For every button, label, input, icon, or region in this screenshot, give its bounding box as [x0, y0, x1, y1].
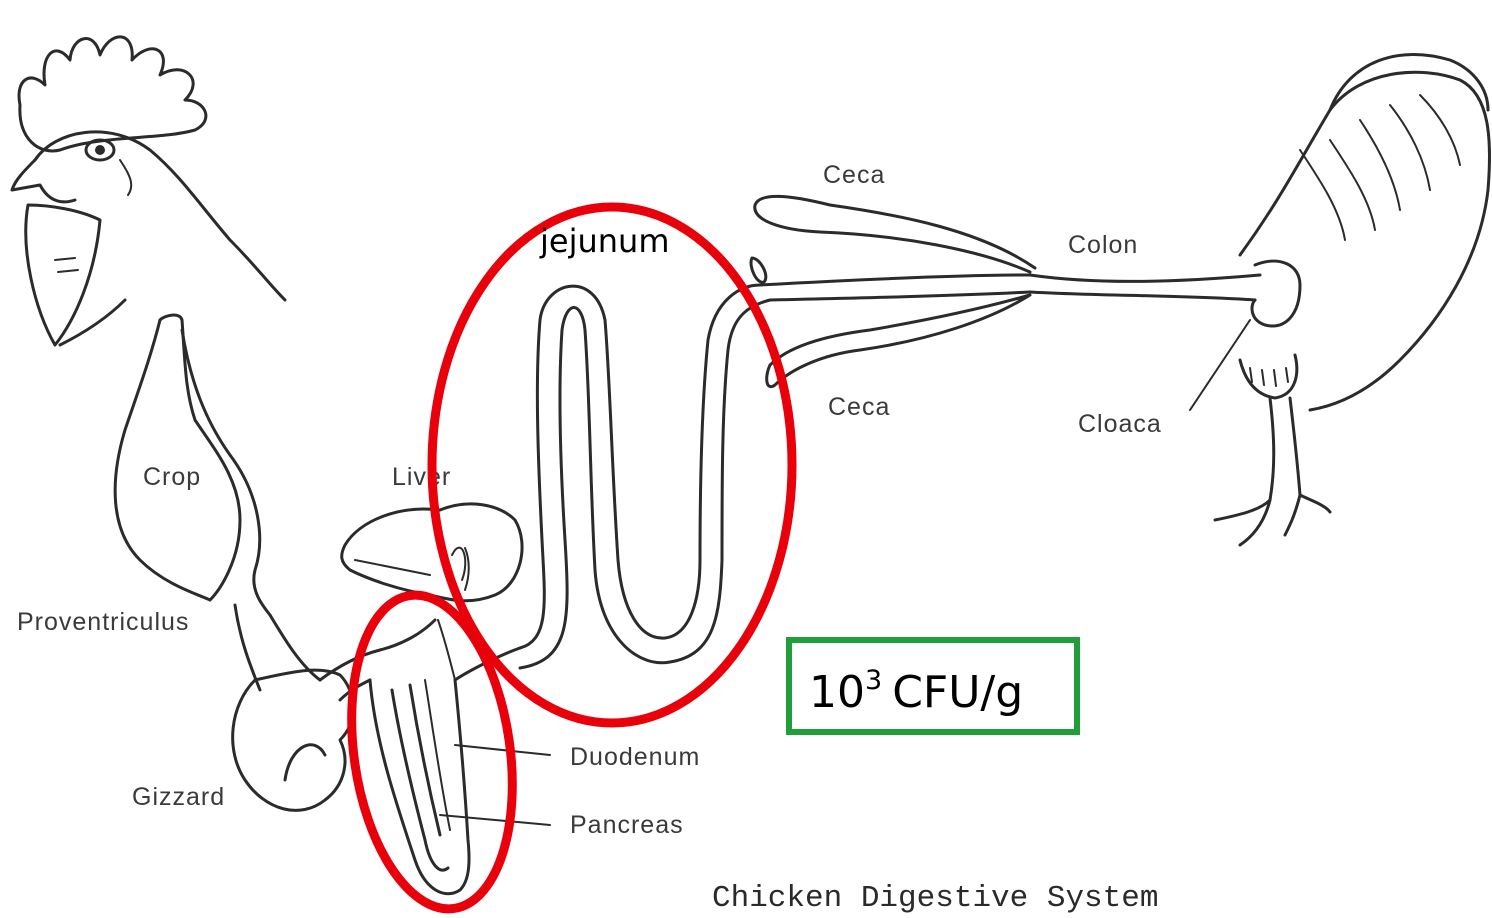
- label-proventriculus: Proventriculus: [17, 608, 189, 636]
- label-crop: Crop: [143, 463, 201, 491]
- label-liver: Liver: [392, 463, 451, 491]
- colon-drawing: [1030, 275, 1260, 300]
- gizzard-drawing: [233, 670, 354, 810]
- label-ceca-bottom: Ceca: [828, 393, 890, 421]
- label-cloaca: Cloaca: [1078, 410, 1162, 438]
- count-value: 103 CFU/g: [809, 665, 1023, 718]
- jejunum-drawing: [520, 285, 770, 668]
- chicken-head-drawing: [12, 37, 285, 345]
- duodenum-highlight-circle: [333, 585, 531, 918]
- label-ceca-top: Ceca: [823, 161, 885, 189]
- count-base: 10: [809, 667, 865, 718]
- count-unit: CFU/g: [892, 667, 1023, 718]
- count-exponent: 3: [865, 665, 882, 696]
- ceca-drawing: [755, 196, 1035, 386]
- label-pancreas: Pancreas: [570, 811, 684, 839]
- label-jejunum: jejunum: [539, 222, 669, 260]
- proventriculus-drawing: [235, 605, 320, 690]
- hand-drawn-mark: [751, 258, 766, 282]
- diagram-caption: Chicken Digestive System: [712, 881, 1158, 916]
- label-colon: Colon: [1068, 231, 1138, 259]
- label-gizzard: Gizzard: [132, 783, 225, 811]
- leader-lines: [440, 745, 550, 825]
- cloaca-drawing: [1190, 261, 1300, 410]
- label-duodenum: Duodenum: [570, 743, 700, 771]
